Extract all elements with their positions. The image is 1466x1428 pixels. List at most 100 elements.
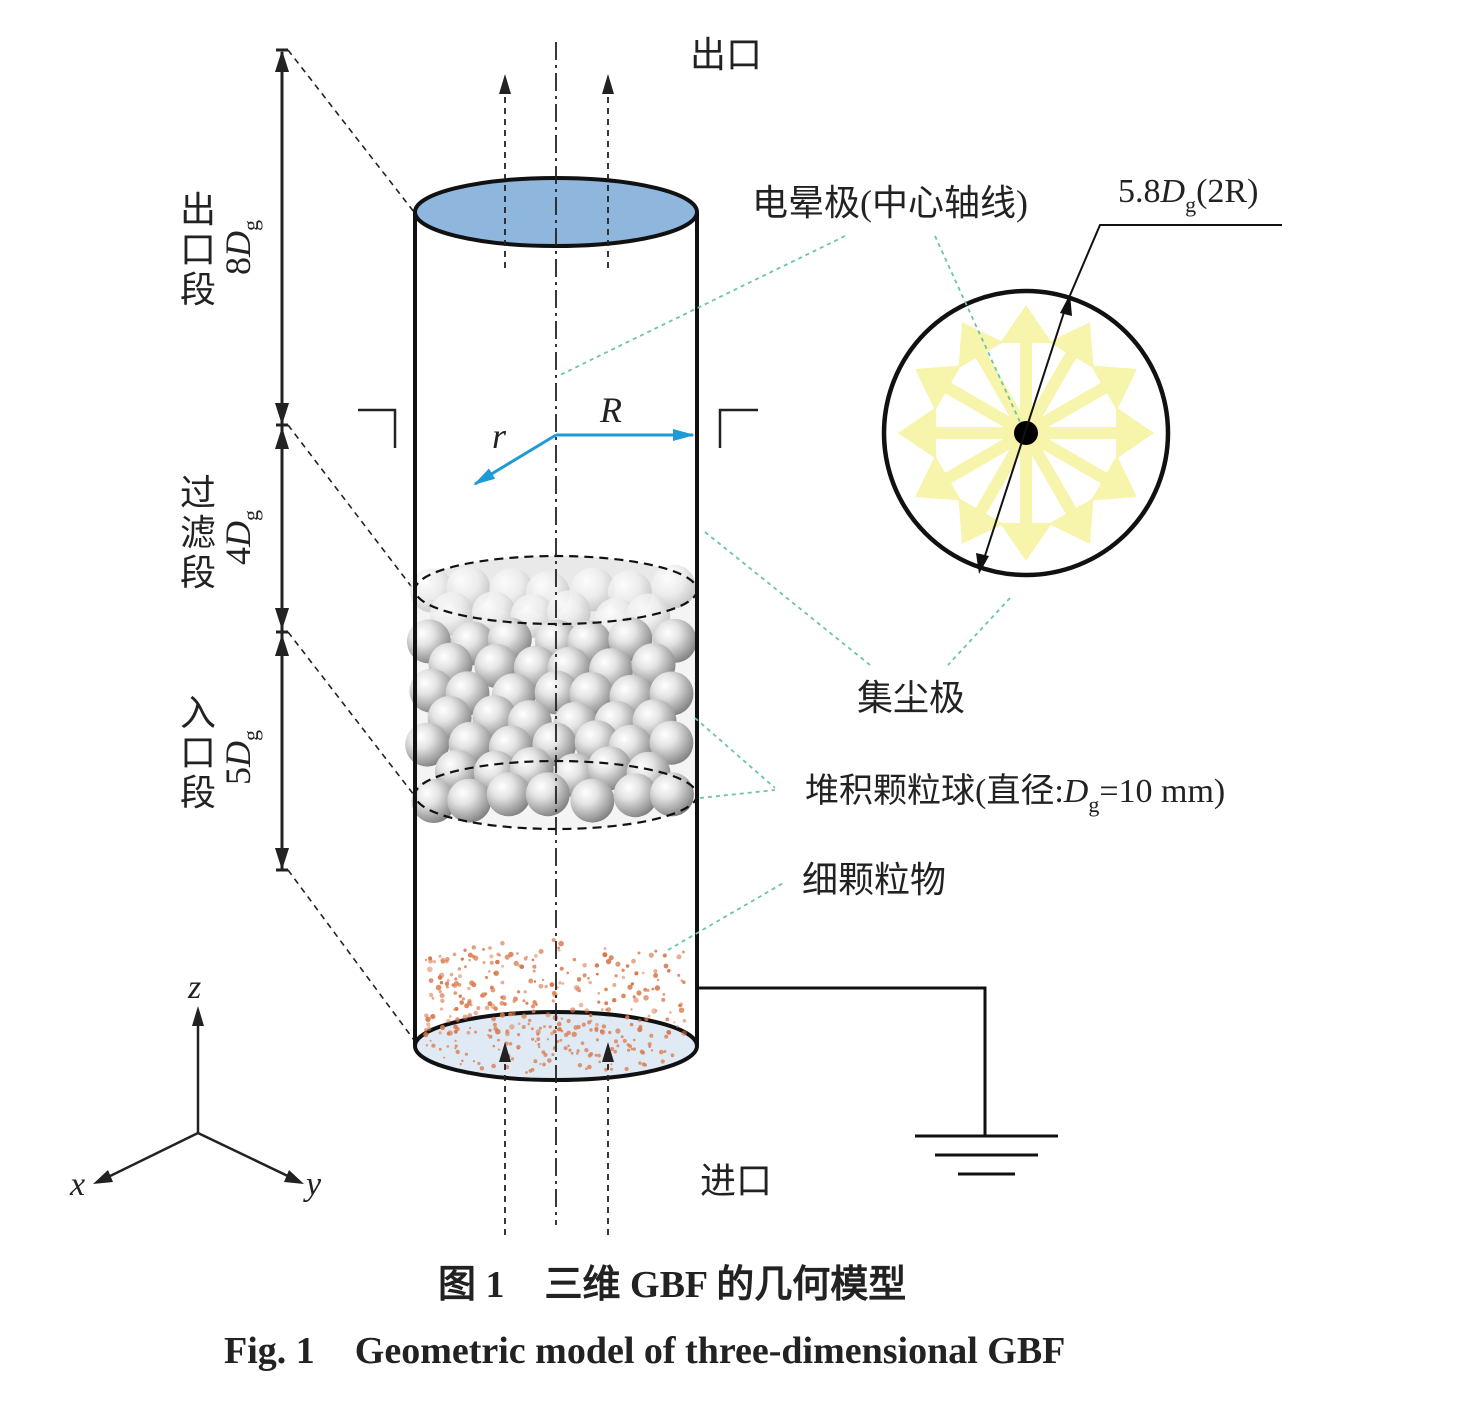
axis-arrow-heads	[93, 1006, 304, 1184]
discharge-ray	[1000, 305, 1052, 433]
fine-particle	[599, 1029, 604, 1033]
cross-section-view	[881, 224, 1282, 578]
section-outlet-char3: 段	[180, 270, 216, 310]
fine-particle	[551, 999, 555, 1003]
cap-particle	[492, 1022, 497, 1027]
fine-particle	[532, 1000, 537, 1005]
fine-particle	[438, 972, 445, 978]
fine-particle	[663, 963, 669, 969]
discharge-ray	[1020, 430, 1094, 544]
fine-particle	[533, 980, 537, 983]
fine-particle	[501, 995, 507, 1001]
fine-particle	[543, 1025, 546, 1028]
cap-particle	[648, 1045, 652, 1048]
fine-particle	[453, 991, 458, 995]
fine-particle	[558, 981, 562, 985]
fine-particle	[625, 1015, 630, 1020]
fine-particle	[466, 1030, 471, 1035]
fine-particle	[632, 995, 636, 999]
fine-particle	[467, 986, 471, 991]
fine-particle	[509, 1024, 515, 1030]
fine-particle	[535, 1029, 541, 1035]
fine-particle	[463, 965, 467, 969]
fine-particle	[493, 1026, 498, 1032]
granule-sphere	[447, 778, 492, 823]
fine-particle	[463, 948, 467, 952]
fine-particle	[637, 1026, 643, 1033]
fine-particle	[631, 958, 636, 964]
cap-particle	[643, 1063, 647, 1067]
fine-particle	[600, 1008, 604, 1012]
fine-particle	[452, 952, 457, 957]
fine-particle	[427, 966, 433, 973]
fine-particle	[428, 992, 434, 998]
fine-particle	[473, 1010, 479, 1016]
diameter-label-num: 5.8	[1118, 173, 1161, 210]
fine-particle	[476, 1006, 481, 1011]
fine-particle	[633, 997, 639, 1003]
fine-particle	[654, 949, 658, 953]
fine-particle	[445, 985, 449, 989]
fine-particles-label: 细颗粒物	[802, 860, 946, 900]
fine-particle	[576, 986, 581, 992]
fine-particle	[621, 968, 625, 972]
cap-particle	[455, 1049, 460, 1055]
cap-particle	[546, 1038, 550, 1041]
cap-particle	[664, 1034, 669, 1039]
diameter-label-suffix: (2R)	[1196, 173, 1258, 210]
section-inlet-char1: 入	[180, 693, 216, 733]
axis-x-label: x	[69, 1166, 85, 1203]
fine-particle	[651, 1008, 657, 1014]
fine-particle	[439, 993, 445, 998]
fine-particle	[558, 940, 564, 947]
cap-particle	[647, 1042, 652, 1047]
fine-particle	[439, 1007, 444, 1011]
fine-particle	[630, 982, 635, 986]
svg-text:4Dg: 4Dg	[218, 510, 263, 565]
granule-sphere	[613, 773, 658, 818]
fine-particle	[424, 958, 428, 962]
cap-particle	[438, 1047, 442, 1051]
fine-particle	[648, 952, 654, 958]
fine-particle	[531, 1004, 536, 1009]
cap-particle	[517, 1047, 520, 1050]
fine-particle	[499, 1012, 505, 1018]
fine-particle	[621, 975, 626, 980]
fine-particle	[446, 979, 450, 982]
fine-particle	[426, 1026, 432, 1032]
fine-particle	[508, 951, 514, 958]
corona-electrode-label: 电晕极(中心轴线)	[752, 183, 1028, 223]
fine-particle	[482, 948, 485, 951]
section-filter-char2: 滤	[180, 513, 216, 553]
fine-particle	[629, 1022, 634, 1027]
fine-particle	[438, 954, 442, 958]
cap-particle	[548, 1025, 552, 1029]
cap-particle	[431, 1043, 436, 1048]
fine-particle	[428, 978, 434, 983]
fine-particle	[682, 980, 686, 985]
discharge-ray	[898, 407, 1026, 459]
cap-particle	[497, 1038, 500, 1042]
cap-particle	[620, 1035, 624, 1039]
cap-particle	[537, 1045, 541, 1049]
cap-particle	[510, 1057, 515, 1061]
cap-particle	[488, 1034, 493, 1039]
fine-particle	[552, 1029, 557, 1034]
discharge-ray	[1023, 427, 1137, 501]
cap-particle	[443, 1056, 446, 1059]
fine-particle	[468, 958, 472, 962]
granule-sphere	[651, 564, 696, 609]
fine-particle	[637, 1018, 642, 1023]
cap-particle	[570, 1051, 574, 1055]
section-outlet-char2: 口	[180, 230, 216, 270]
fine-particle	[541, 978, 545, 982]
fine-particle	[523, 956, 528, 961]
section-outlet-length-num: 8	[218, 257, 258, 275]
fine-particle	[462, 1014, 468, 1020]
fine-particle	[495, 959, 500, 965]
cap-particle	[598, 1060, 601, 1064]
section-filter-length-sub: g	[238, 510, 263, 521]
cap-particle	[597, 1053, 601, 1058]
fine-particle	[453, 1008, 456, 1011]
fine-particle	[499, 1001, 505, 1006]
